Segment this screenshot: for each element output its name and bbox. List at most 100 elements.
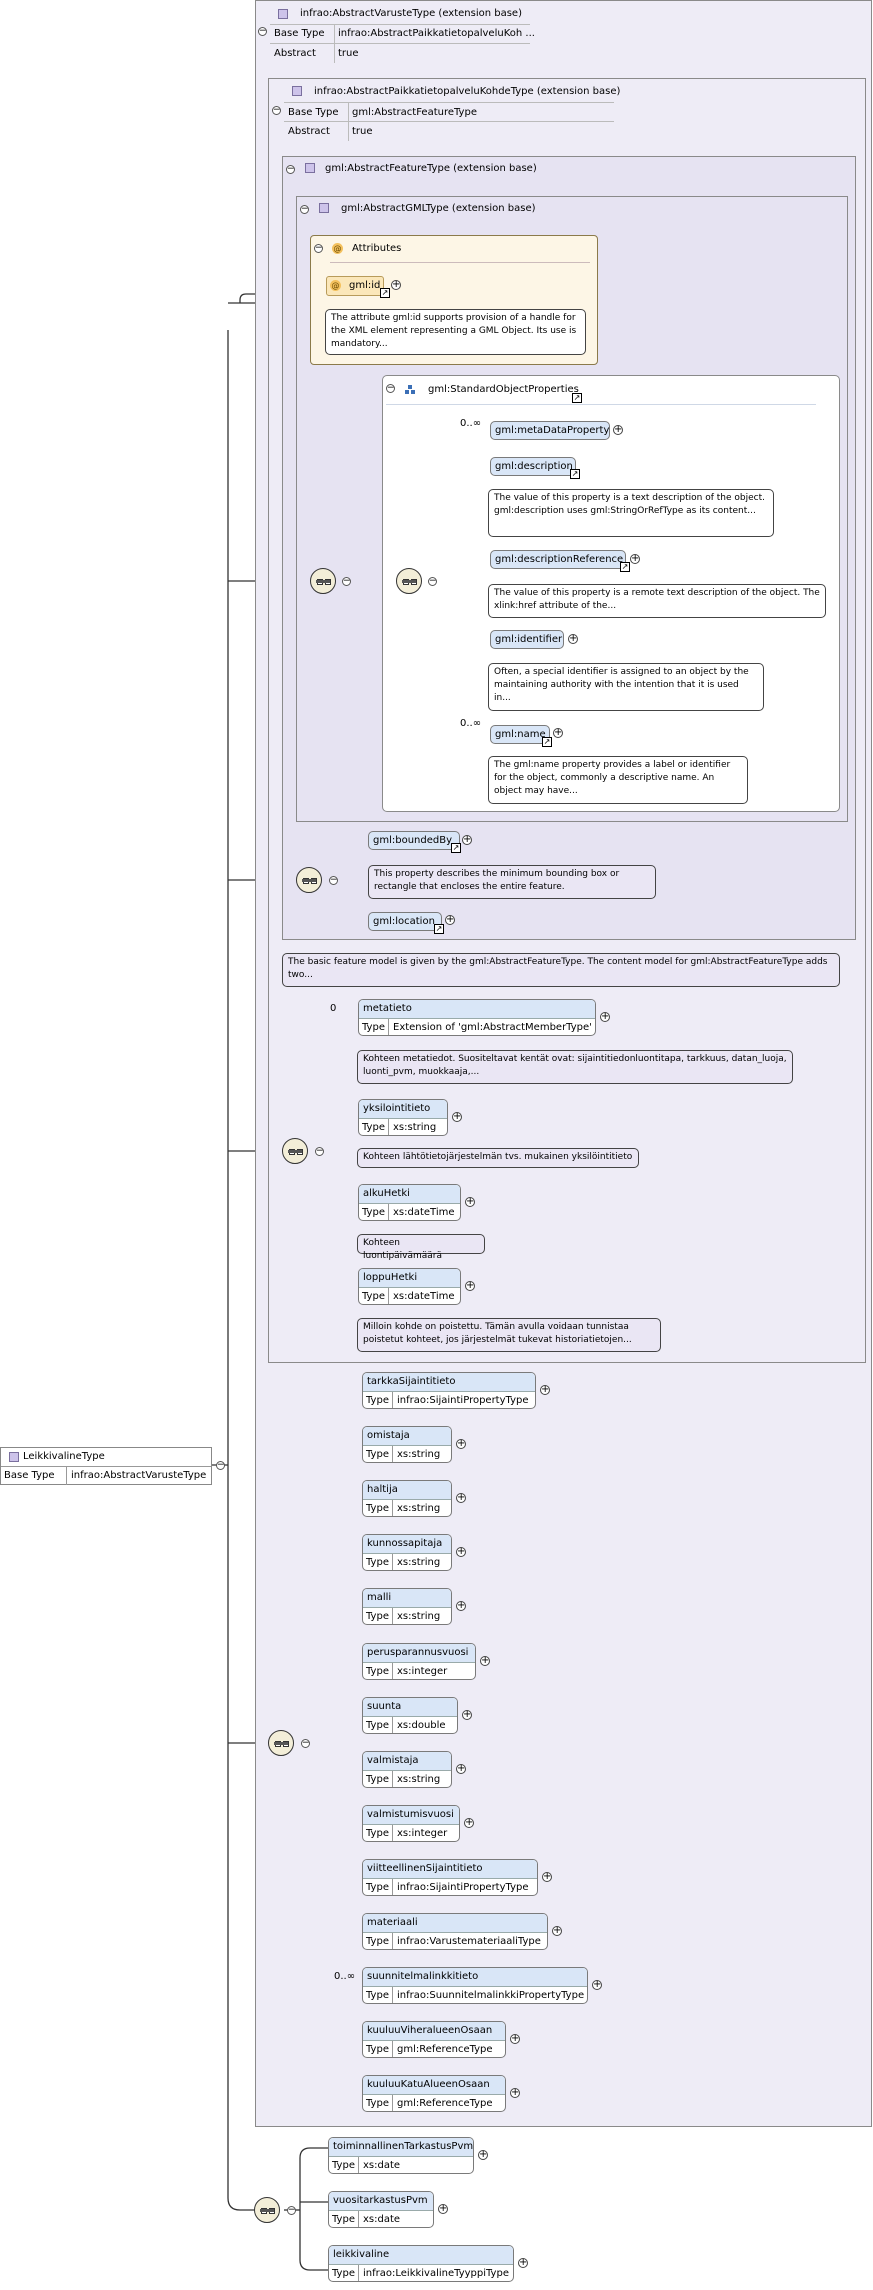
collapse-button[interactable]: −	[342, 576, 351, 586]
link-arrow-icon[interactable]: ↗	[620, 562, 630, 572]
element-name: valmistumisvuosi	[363, 1806, 459, 1825]
complex-type-icon	[278, 9, 288, 19]
collapse-button[interactable]: −	[272, 105, 281, 115]
link-arrow-icon[interactable]: ↗	[434, 924, 444, 934]
root-base-label: Base Type	[1, 1467, 67, 1485]
link-arrow-icon[interactable]: ↗	[570, 469, 580, 479]
type-label: Type	[363, 1825, 393, 1841]
collapse-button[interactable]: −	[314, 243, 323, 253]
kohde-abstract-label: Abstract	[288, 126, 330, 137]
root-type-card[interactable]: LeikkivalineType Base Type infrao:Abstra…	[0, 1447, 212, 1485]
element-name: kuuluuKatuAlueenOsaan	[363, 2076, 505, 2095]
expand-button[interactable]: +	[478, 2149, 488, 2160]
element-name: alkuHetki	[359, 1185, 460, 1204]
expand-button[interactable]: +	[465, 1196, 475, 1207]
collapse-button[interactable]: −	[286, 164, 295, 174]
expand-button[interactable]: +	[568, 633, 578, 644]
row-divider	[270, 24, 530, 25]
expand-button[interactable]: +	[613, 424, 623, 435]
expand-button[interactable]: +	[542, 1871, 552, 1882]
element-descriptionreference[interactable]: gml:descriptionReference	[490, 550, 626, 569]
expand-button[interactable]: +	[456, 1438, 466, 1449]
element-location[interactable]: gml:location	[368, 912, 442, 931]
expand-button[interactable]: +	[456, 1763, 466, 1774]
collapse-button[interactable]: −	[329, 875, 338, 885]
expand-button[interactable]: +	[540, 1384, 550, 1395]
expand-button[interactable]: +	[464, 1817, 474, 1828]
expand-button[interactable]: +	[391, 279, 401, 290]
attr-id-box[interactable]	[326, 276, 384, 296]
expand-button[interactable]: +	[600, 1011, 610, 1022]
collapse-button[interactable]: −	[315, 1146, 324, 1156]
sequence-icon	[282, 1138, 308, 1164]
collapse-button[interactable]: −	[301, 1738, 310, 1748]
collapse-button[interactable]: −	[287, 2205, 296, 2215]
expand-button[interactable]: +	[553, 727, 563, 738]
occurrence-label: 0	[330, 1003, 337, 1014]
expand-button[interactable]: +	[510, 2087, 520, 2098]
type-label: Type	[363, 2095, 393, 2111]
expand-button[interactable]: +	[438, 2203, 448, 2214]
collapse-button[interactable]: −	[258, 26, 267, 36]
expand-button[interactable]: +	[480, 1655, 490, 1666]
expand-button[interactable]: +	[552, 1925, 562, 1936]
expand-button[interactable]: +	[592, 1979, 602, 1990]
feature-title: gml:AbstractFeatureType (extension base)	[325, 163, 537, 174]
type-label: Type	[363, 1663, 393, 1679]
element-name: yksilointitieto	[359, 1100, 447, 1119]
element-metadataproperty[interactable]: gml:metaDataProperty	[490, 421, 610, 440]
collapse-button[interactable]: −	[216, 1460, 225, 1470]
feature-doc: The basic feature model is given by the …	[282, 953, 840, 987]
link-arrow-icon[interactable]: ↗	[542, 737, 552, 747]
expand-button[interactable]: +	[510, 2033, 520, 2044]
link-arrow-icon[interactable]: ↗	[572, 393, 582, 403]
type-label: Type	[363, 1608, 393, 1624]
expand-button[interactable]: +	[465, 1280, 475, 1291]
expand-button[interactable]: +	[630, 553, 640, 564]
element-identifier[interactable]: gml:identifier	[490, 630, 564, 649]
expand-button[interactable]: +	[445, 914, 455, 925]
link-arrow-icon[interactable]: ↗	[451, 843, 461, 853]
expand-button[interactable]: +	[456, 1546, 466, 1557]
expand-button[interactable]: +	[518, 2257, 528, 2268]
expand-button[interactable]: +	[456, 1600, 466, 1611]
kohde-base-label: Base Type	[288, 107, 339, 118]
element-boundedby[interactable]: gml:boundedBy	[368, 831, 460, 850]
collapse-button[interactable]: −	[300, 204, 309, 214]
type-value: infrao:LeikkivalineTyyppiType	[363, 2268, 509, 2279]
expand-button[interactable]: +	[456, 1492, 466, 1503]
collapse-button[interactable]: −	[386, 383, 395, 393]
link-arrow-icon[interactable]: ↗	[380, 288, 390, 298]
expand-button[interactable]: +	[462, 1709, 472, 1720]
expand-button[interactable]: +	[452, 1111, 462, 1122]
type-label: Type	[359, 1204, 389, 1220]
element-name[interactable]: gml:name	[490, 725, 550, 744]
collapse-button[interactable]: −	[428, 576, 437, 586]
element-description[interactable]: gml:description	[490, 457, 576, 476]
element-name: toiminnallinenTarkastusPvm	[329, 2138, 473, 2157]
element-doc: Kohteen luontipäivämäärä	[357, 1234, 485, 1261]
type-label: Type	[363, 1771, 393, 1787]
expand-button[interactable]: +	[462, 834, 472, 845]
